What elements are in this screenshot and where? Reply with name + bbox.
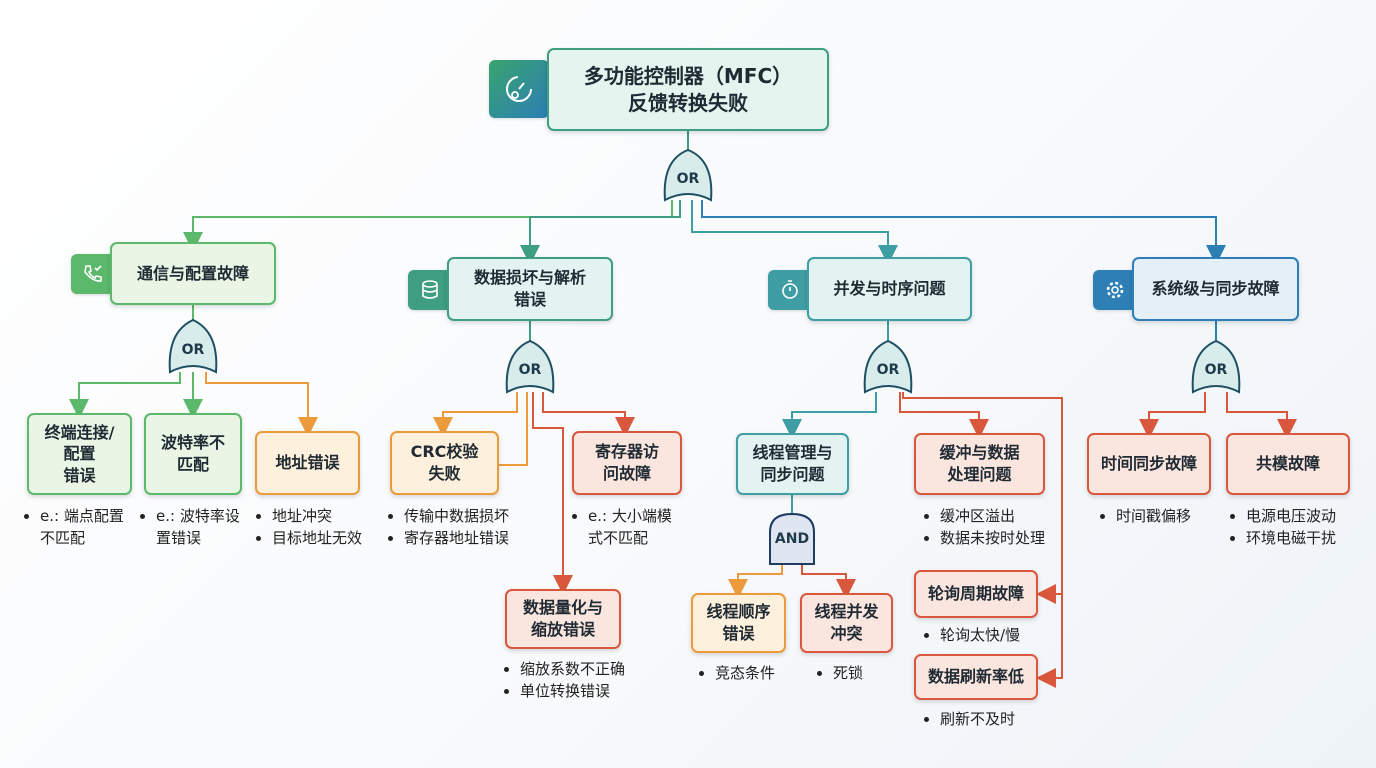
note-item: 竞态条件 xyxy=(715,662,775,684)
note-item: 地址冲突 xyxy=(272,505,362,527)
or-gate-comm xyxy=(168,318,218,374)
or-gate-sys xyxy=(1191,339,1241,394)
or-gate-sys-label: OR xyxy=(1204,362,1228,378)
or-gate-comm-label: OR xyxy=(181,342,205,358)
notes-polling: 轮询太快/慢 xyxy=(922,624,1020,646)
and-gate-label: AND xyxy=(774,531,810,547)
timer-icon xyxy=(768,270,812,310)
note-item: 刷新不及时 xyxy=(940,708,1015,730)
category-communication[interactable]: 通信与配置故障 xyxy=(110,242,276,305)
node-scaling-error[interactable]: 数据量化与 缩放错误 xyxy=(505,589,621,649)
or-gate-top xyxy=(663,148,713,202)
node-polling-fault[interactable]: 轮询周期故障 xyxy=(914,570,1038,618)
gauge-gear-icon xyxy=(489,60,549,118)
node-baud-mismatch[interactable]: 波特率不 匹配 xyxy=(144,413,242,495)
or-gate-data-label: OR xyxy=(518,362,542,378)
note-item: 数据未按时处理 xyxy=(940,527,1045,549)
note-item: 传输中数据损坏 xyxy=(404,505,509,527)
notes-refresh: 刷新不及时 xyxy=(922,708,1015,730)
or-gate-data xyxy=(505,339,555,394)
notes-register: e.: 大小端模 式不匹配 xyxy=(570,505,672,549)
note-item: 时间戳偏移 xyxy=(1116,505,1191,527)
notes-terminal: e.: 端点配置 不匹配 xyxy=(22,505,124,549)
node-register-access[interactable]: 寄存器访 问故障 xyxy=(572,431,682,495)
note-item: 缓冲区溢出 xyxy=(940,505,1045,527)
notes-scaling: 缩放系数不正确单位转换错误 xyxy=(502,658,625,702)
note-item: 电源电压波动 xyxy=(1246,505,1336,527)
note-item: 寄存器地址错误 xyxy=(404,527,509,549)
category-data-corruption[interactable]: 数据损坏与解析 错误 xyxy=(447,257,613,321)
node-thread-order[interactable]: 线程顺序 错误 xyxy=(691,593,786,653)
phone-check-icon xyxy=(71,254,115,294)
note-item: e.: 波特率设 置错误 xyxy=(156,505,240,549)
node-address-error[interactable]: 地址错误 xyxy=(255,431,360,495)
notes-thread-conflict: 死锁 xyxy=(815,662,863,684)
notes-baud: e.: 波特率设 置错误 xyxy=(138,505,240,549)
note-item: 轮询太快/慢 xyxy=(940,624,1020,646)
notes-time-sync: 时间戳偏移 xyxy=(1098,505,1191,527)
node-buffer-processing[interactable]: 缓冲与数据 处理问题 xyxy=(914,433,1045,495)
note-item: 缩放系数不正确 xyxy=(520,658,625,680)
notes-common-mode: 电源电压波动环境电磁干扰 xyxy=(1228,505,1336,549)
notes-address: 地址冲突目标地址无效 xyxy=(254,505,362,549)
node-refresh-low[interactable]: 数据刷新率低 xyxy=(914,654,1038,700)
note-item: 目标地址无效 xyxy=(272,527,362,549)
node-common-mode[interactable]: 共模故障 xyxy=(1226,433,1350,495)
node-terminal-config-error[interactable]: 终端连接/ 配置 错误 xyxy=(27,413,132,495)
notes-buffer: 缓冲区溢出数据未按时处理 xyxy=(922,505,1045,549)
node-time-sync[interactable]: 时间同步故障 xyxy=(1087,433,1211,495)
category-concurrency[interactable]: 并发与时序问题 xyxy=(807,257,972,321)
node-crc-failure[interactable]: CRC校验 失败 xyxy=(390,431,499,495)
gear-icon xyxy=(1093,270,1137,310)
note-item: 死锁 xyxy=(833,662,863,684)
note-item: e.: 大小端模 式不匹配 xyxy=(588,505,672,549)
top-event[interactable]: 多功能控制器（MFC） 反馈转换失败 xyxy=(547,48,829,131)
category-system-sync[interactable]: 系统级与同步故障 xyxy=(1132,257,1299,321)
note-item: 环境电磁干扰 xyxy=(1246,527,1336,549)
note-item: 单位转换错误 xyxy=(520,680,625,702)
notes-crc: 传输中数据损坏寄存器地址错误 xyxy=(386,505,509,549)
or-gate-top-label: OR xyxy=(676,171,700,187)
or-gate-conc xyxy=(863,339,913,394)
and-gate xyxy=(769,512,815,565)
node-thread-management[interactable]: 线程管理与 同步问题 xyxy=(736,433,849,495)
node-thread-conflict[interactable]: 线程并发 冲突 xyxy=(800,593,893,653)
note-item: e.: 端点配置 不匹配 xyxy=(40,505,124,549)
notes-thread-order: 竞态条件 xyxy=(697,662,775,684)
database-icon xyxy=(408,270,452,310)
or-gate-conc-label: OR xyxy=(876,362,900,378)
